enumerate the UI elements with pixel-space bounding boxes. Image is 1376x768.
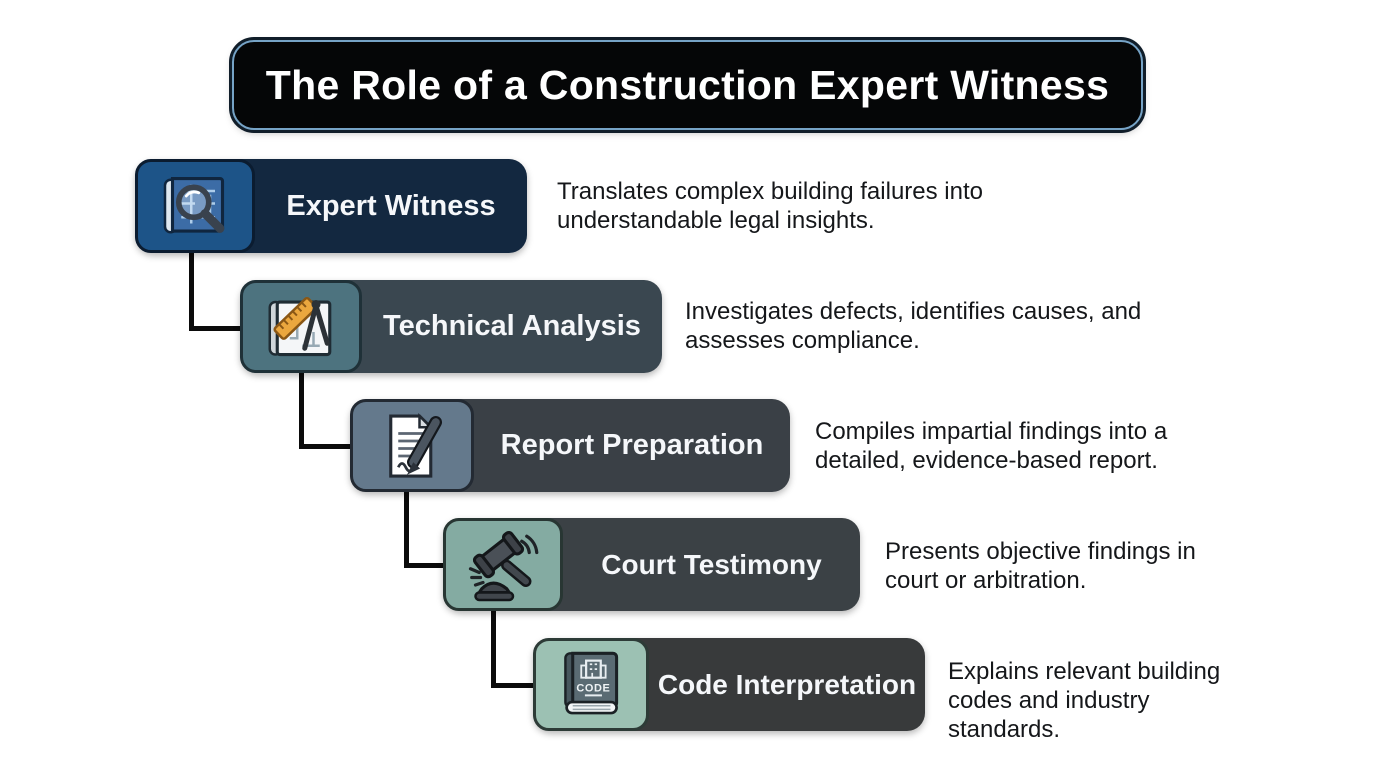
step-label: Court Testimony bbox=[601, 548, 822, 580]
connector-step1-step2 bbox=[189, 252, 245, 331]
code-book-icon: CODE bbox=[564, 651, 619, 714]
connector-step3-step4 bbox=[404, 491, 448, 568]
step-label: Code Interpretation bbox=[657, 668, 917, 700]
step-row-technical-analysis: Technical Analysis bbox=[240, 280, 662, 373]
step-row-report-preparation: Report Preparation bbox=[350, 399, 790, 492]
step-row-code-interpretation: CODE Code Interpretation bbox=[533, 638, 925, 731]
connector-step2-step3 bbox=[299, 372, 355, 449]
svg-text:CODE: CODE bbox=[576, 682, 610, 694]
icon-tile-technical-analysis bbox=[240, 280, 362, 373]
icon-tile-report-preparation bbox=[350, 399, 474, 492]
icon-tile-court-testimony bbox=[443, 518, 563, 611]
step-description: Compiles impartial findings into a detai… bbox=[815, 418, 1168, 474]
step-label: Technical Analysis bbox=[383, 310, 641, 342]
step-row-court-testimony: Court Testimony bbox=[443, 518, 860, 611]
step-label: Report Preparation bbox=[500, 429, 764, 461]
step-description: Explains relevant building codes and ind… bbox=[948, 658, 1221, 743]
drafting-tools-icon bbox=[268, 296, 332, 356]
title-box: The Role of a Construction Expert Witnes… bbox=[232, 40, 1143, 130]
icon-tile-expert-witness bbox=[135, 159, 255, 253]
document-pen-icon bbox=[389, 412, 442, 478]
step-row-expert-witness: Expert Witness bbox=[135, 159, 527, 253]
step-label: Expert Witness bbox=[286, 189, 496, 222]
step-description: Investigates defects, identifies causes,… bbox=[685, 298, 1142, 354]
icon-tile-code-interpretation: CODE bbox=[533, 638, 649, 731]
page-title: The Role of a Construction Expert Witnes… bbox=[265, 61, 1110, 108]
step-description: Translates complex building failures int… bbox=[557, 178, 983, 234]
gavel-icon bbox=[468, 530, 539, 601]
blueprint-magnifier-icon bbox=[163, 176, 225, 234]
step-description: Presents objective findings in court or … bbox=[885, 538, 1196, 594]
connector-step4-step5 bbox=[491, 610, 538, 688]
